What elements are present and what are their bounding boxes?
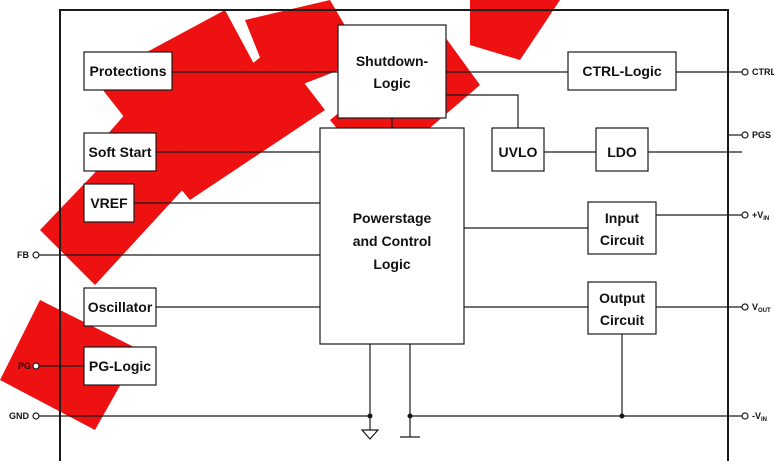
pin-terminals bbox=[32, 68, 749, 420]
input-circuit-label-line1: Input bbox=[605, 210, 640, 226]
pg-logic-label: PG-Logic bbox=[89, 358, 151, 374]
powerstage-block bbox=[319, 127, 465, 345]
ctrl-pin-terminal bbox=[741, 68, 749, 76]
ctrl-logic-block bbox=[567, 51, 677, 91]
vref-block bbox=[83, 183, 135, 223]
gnd-pin-terminal bbox=[32, 412, 40, 420]
vin-minus-pin-terminal bbox=[741, 412, 749, 420]
pg-pin-terminal bbox=[32, 362, 40, 370]
uvlo-block bbox=[491, 127, 545, 172]
fb-pin-terminal bbox=[32, 251, 40, 259]
soft-start-block bbox=[83, 132, 157, 172]
connection-lines bbox=[38, 71, 742, 437]
oscillator-label: Oscillator bbox=[88, 299, 153, 315]
shutdown-label-line1: Shutdown- bbox=[356, 53, 429, 69]
vin-minus-pin-label: -VIN bbox=[752, 411, 767, 423]
ctrl-pin-label: CTRL bbox=[752, 67, 774, 77]
vout-pin-terminal bbox=[741, 303, 749, 311]
oscillator-block bbox=[83, 287, 157, 327]
block-labels: Protections Shutdown- Logic CTRL-Logic S… bbox=[88, 53, 662, 374]
blocks bbox=[83, 24, 677, 386]
protections-label: Protections bbox=[89, 63, 166, 79]
module-outline bbox=[59, 9, 729, 461]
gnd-pin-label: GND bbox=[9, 411, 30, 421]
soft-start-label: Soft Start bbox=[89, 144, 152, 160]
powerstage-label-line1: Powerstage bbox=[353, 210, 432, 226]
junction-dots bbox=[367, 413, 625, 419]
signal-ground-symbol bbox=[360, 429, 380, 440]
shutdown-label-line2: Logic bbox=[373, 75, 411, 91]
input-circuit-block bbox=[587, 201, 657, 255]
powerstage-label-line3: Logic bbox=[373, 256, 411, 272]
vref-label: VREF bbox=[90, 195, 128, 211]
vin-plus-pin-terminal bbox=[741, 211, 749, 219]
output-circuit-label-line1: Output bbox=[599, 290, 645, 306]
fb-pin-label: FB bbox=[17, 250, 29, 260]
pg-logic-block bbox=[83, 346, 157, 386]
shutdown-logic-block bbox=[337, 24, 447, 119]
vout-pin-label: VOUT bbox=[752, 302, 771, 314]
uvlo-label: UVLO bbox=[499, 144, 538, 160]
pgs-pin-label: PGS bbox=[752, 130, 771, 140]
input-circuit-label-line2: Circuit bbox=[600, 232, 645, 248]
output-circuit-label-line2: Circuit bbox=[600, 312, 645, 328]
output-circuit-block bbox=[587, 281, 657, 335]
protections-block bbox=[83, 51, 173, 91]
ldo-block bbox=[595, 127, 649, 172]
pgs-pin-terminal bbox=[741, 131, 749, 139]
junction-dot bbox=[619, 413, 625, 419]
vin-plus-pin-label: +VIN bbox=[752, 210, 769, 222]
powerstage-label-line2: and Control bbox=[353, 233, 432, 249]
junction-dot bbox=[367, 413, 373, 419]
pin-labels: CTRL PGS +VIN VOUT -VIN FB PG GND bbox=[9, 67, 774, 423]
junction-dot bbox=[407, 413, 413, 419]
pg-pin-label: PG bbox=[18, 361, 31, 371]
ctrl-logic-label: CTRL-Logic bbox=[582, 63, 662, 79]
ldo-label: LDO bbox=[607, 144, 637, 160]
